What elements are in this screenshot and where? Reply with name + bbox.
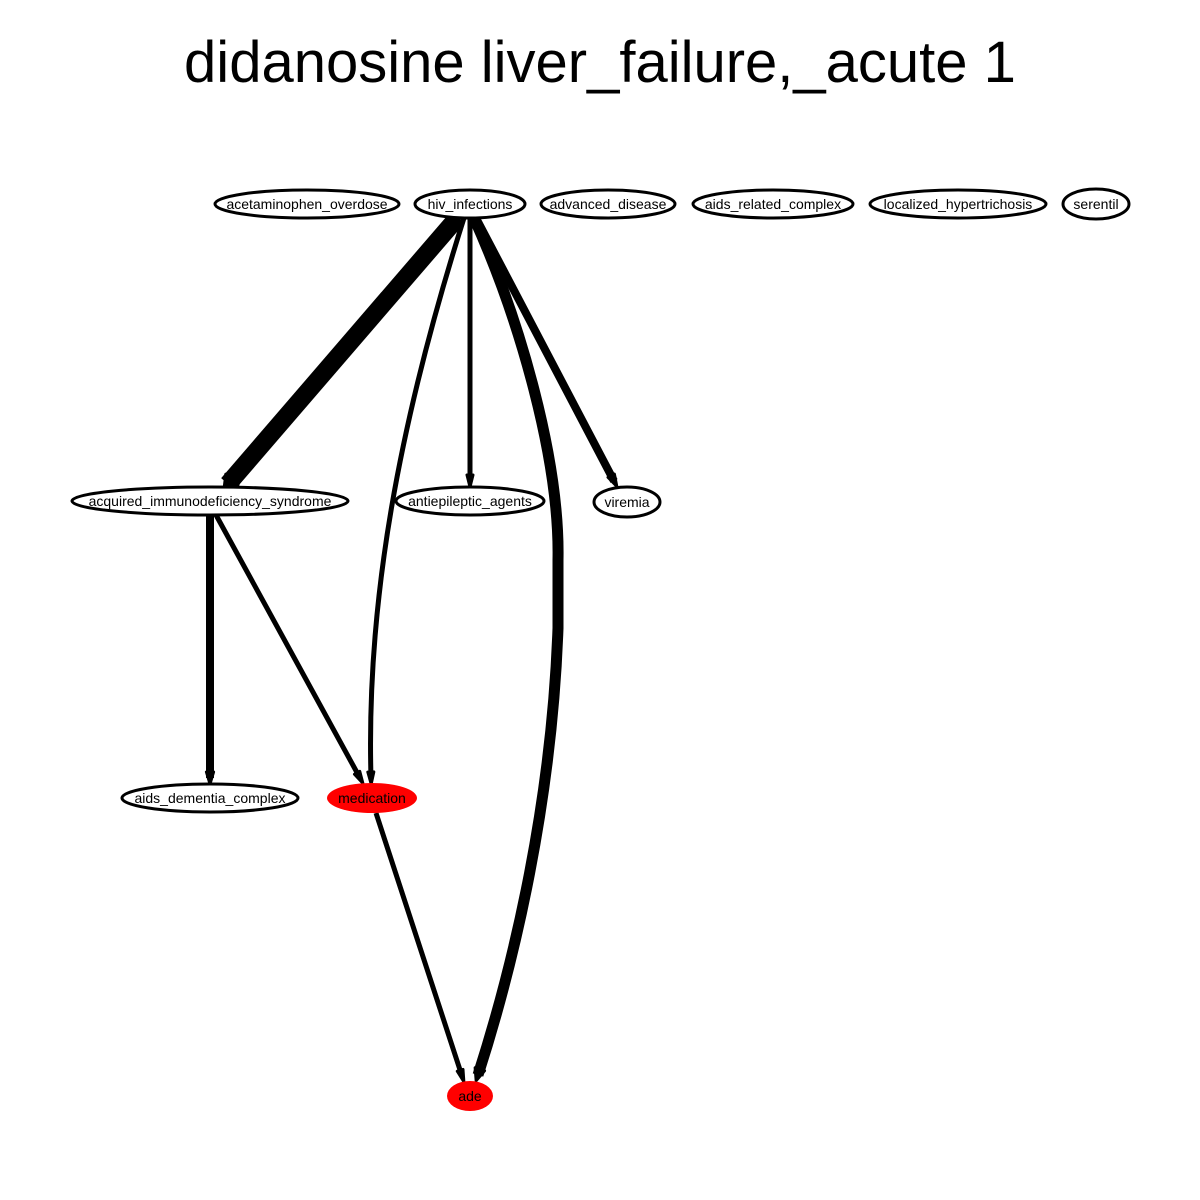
edge-line	[468, 215, 564, 1077]
node-shape	[120, 782, 300, 814]
edge-arrowhead	[473, 1066, 487, 1083]
edge-arrowhead	[465, 473, 475, 489]
node-serentil[interactable]: serentil	[1061, 187, 1131, 221]
node-shape	[327, 783, 417, 813]
node-shape	[447, 1081, 493, 1111]
node-label: aids_dementia_complex	[135, 790, 286, 806]
node-shape	[413, 188, 527, 220]
graph-title: didanosine liver_failure,_acute 1	[184, 30, 1016, 95]
node-shape	[868, 188, 1048, 220]
edge-arrowhead	[606, 472, 619, 488]
node-label: serentil	[1073, 196, 1118, 212]
edge-layer	[204, 211, 619, 1084]
node-label: aids_related_complex	[705, 196, 841, 212]
node-shape	[691, 188, 855, 220]
node-shape	[213, 188, 401, 220]
node-label: viremia	[604, 494, 649, 510]
node-label: localized_hypertrichosis	[884, 196, 1033, 212]
node-label: hiv_infections	[428, 196, 513, 212]
edge-acquired_immunodeficiency_syndrome-to-medication	[213, 513, 365, 785]
edge-hiv_infections-to-medication	[366, 217, 467, 786]
edge-medication-to-ade	[373, 812, 466, 1084]
node-shape	[539, 188, 677, 220]
edge-hiv_infections-to-viremia	[472, 216, 619, 488]
node-shape	[394, 485, 546, 517]
edge-arrowhead	[455, 1067, 466, 1084]
edge-line	[213, 513, 363, 780]
node-localized-hypertrichosis[interactable]: localized_hypertrichosis	[868, 188, 1048, 220]
edge-arrowhead	[204, 770, 216, 786]
node-label: advanced_disease	[550, 196, 667, 212]
node-ade[interactable]: ade	[447, 1081, 493, 1111]
edge-acquired_immunodeficiency_syndrome-to-aids_dementia_complex	[204, 515, 216, 786]
node-label: ade	[458, 1088, 482, 1104]
node-label: acetaminophen_overdose	[226, 196, 387, 212]
node-label: medication	[338, 790, 406, 806]
edge-line	[472, 216, 618, 483]
edge-line	[373, 812, 465, 1077]
node-label: acquired_immunodeficiency_syndrome	[89, 493, 332, 509]
node-shape	[1061, 187, 1131, 221]
node-acetaminophen-overdose[interactable]: acetaminophen_overdose	[213, 188, 401, 220]
node-acquired-immunodeficiency-syndrome[interactable]: acquired_immunodeficiency_syndrome	[70, 485, 350, 517]
edge-hiv_infections-to-antiepileptic_agents	[465, 218, 475, 489]
node-label: antiepileptic_agents	[408, 493, 532, 509]
edge-hiv_infections-to-ade	[468, 215, 564, 1083]
node-viremia[interactable]: viremia	[592, 485, 662, 519]
node-hiv-infections[interactable]: hiv_infections	[413, 188, 527, 220]
node-layer: acetaminophen_overdose hiv_infections adva…	[70, 187, 1131, 1111]
node-shape	[592, 485, 662, 519]
edge-line	[221, 211, 465, 490]
edge-arrowhead	[366, 770, 376, 786]
node-advanced-disease[interactable]: advanced_disease	[539, 188, 677, 220]
node-antiepileptic-agents[interactable]: antiepileptic_agents	[394, 485, 546, 517]
edge-arrowhead	[352, 769, 365, 785]
node-shape	[70, 485, 350, 517]
edge-line	[368, 217, 467, 779]
node-aids-dementia-complex[interactable]: aids_dementia_complex	[120, 782, 300, 814]
node-medication[interactable]: medication	[327, 783, 417, 813]
node-aids-related-complex[interactable]: aids_related_complex	[691, 188, 855, 220]
